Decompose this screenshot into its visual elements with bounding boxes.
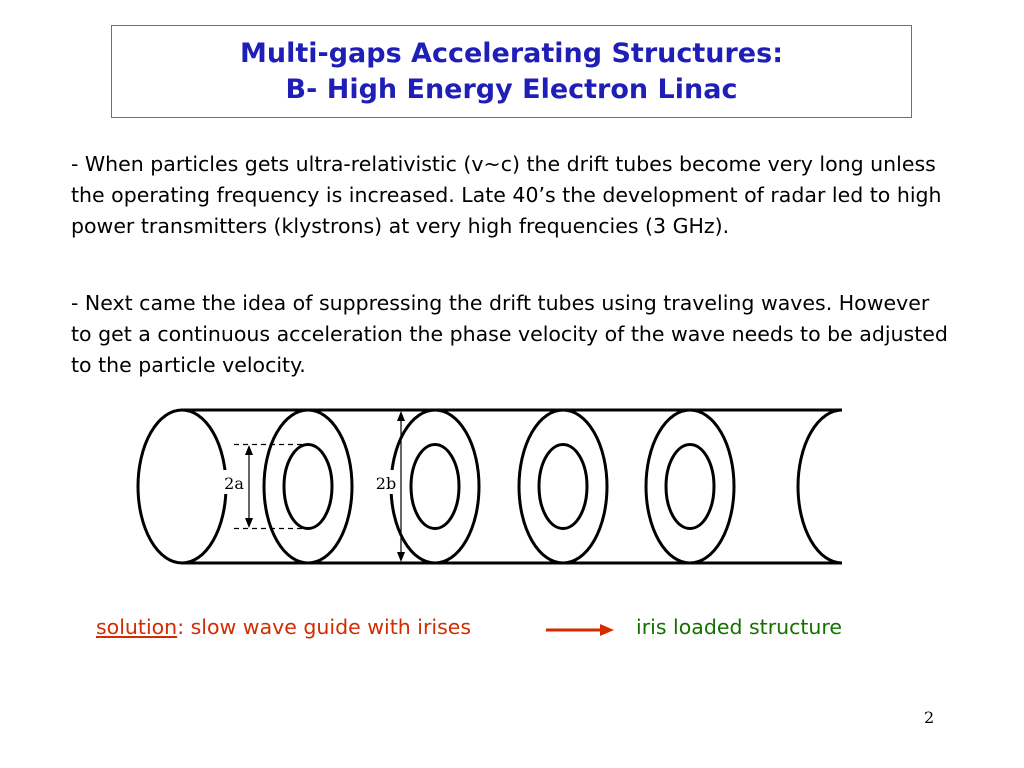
label-2a: 2a (224, 474, 244, 493)
iris-aperture-4 (664, 443, 716, 530)
iris-aperture-3 (537, 443, 589, 530)
dim-2b-arrow-up (397, 411, 405, 421)
solution-statement: solution: slow wave guide with irises (96, 612, 471, 642)
iris-outer-3 (517, 408, 609, 565)
iris-aperture-2 (409, 443, 461, 530)
label-2b: 2b (376, 474, 396, 493)
title-box: Multi-gaps Accelerating Structures: B- H… (111, 25, 912, 118)
slide-title-line-1: Multi-gaps Accelerating Structures: (239, 38, 783, 69)
dim-2b-arrow-down (397, 552, 405, 562)
paragraph-traveling-waves: - Next came the idea of suppressing the … (71, 291, 948, 377)
tube-right-end (796, 408, 843, 565)
iris-outer-1 (262, 408, 354, 565)
solution-text: : slow wave guide with irises (177, 615, 472, 639)
right-arrow-icon (546, 624, 614, 636)
dim-2a-arrow-down (245, 518, 253, 528)
iris-outer-4 (644, 408, 736, 565)
dim-2a-arrow-up (245, 445, 253, 455)
solution-result: iris loaded structure (636, 615, 843, 639)
slide-title-line-2: B- High Energy Electron Linac (285, 74, 738, 105)
page-number: 2 (924, 708, 935, 727)
iris-loaded-waveguide-diagram: 2a 2b (136, 408, 843, 565)
tube-left-end (136, 408, 228, 565)
solution-keyword: solution (96, 615, 178, 639)
iris-aperture-1 (282, 443, 334, 530)
iris-outer-2 (389, 408, 481, 565)
paragraph-drift-tubes: - When particles gets ultra-relativistic… (71, 152, 942, 238)
